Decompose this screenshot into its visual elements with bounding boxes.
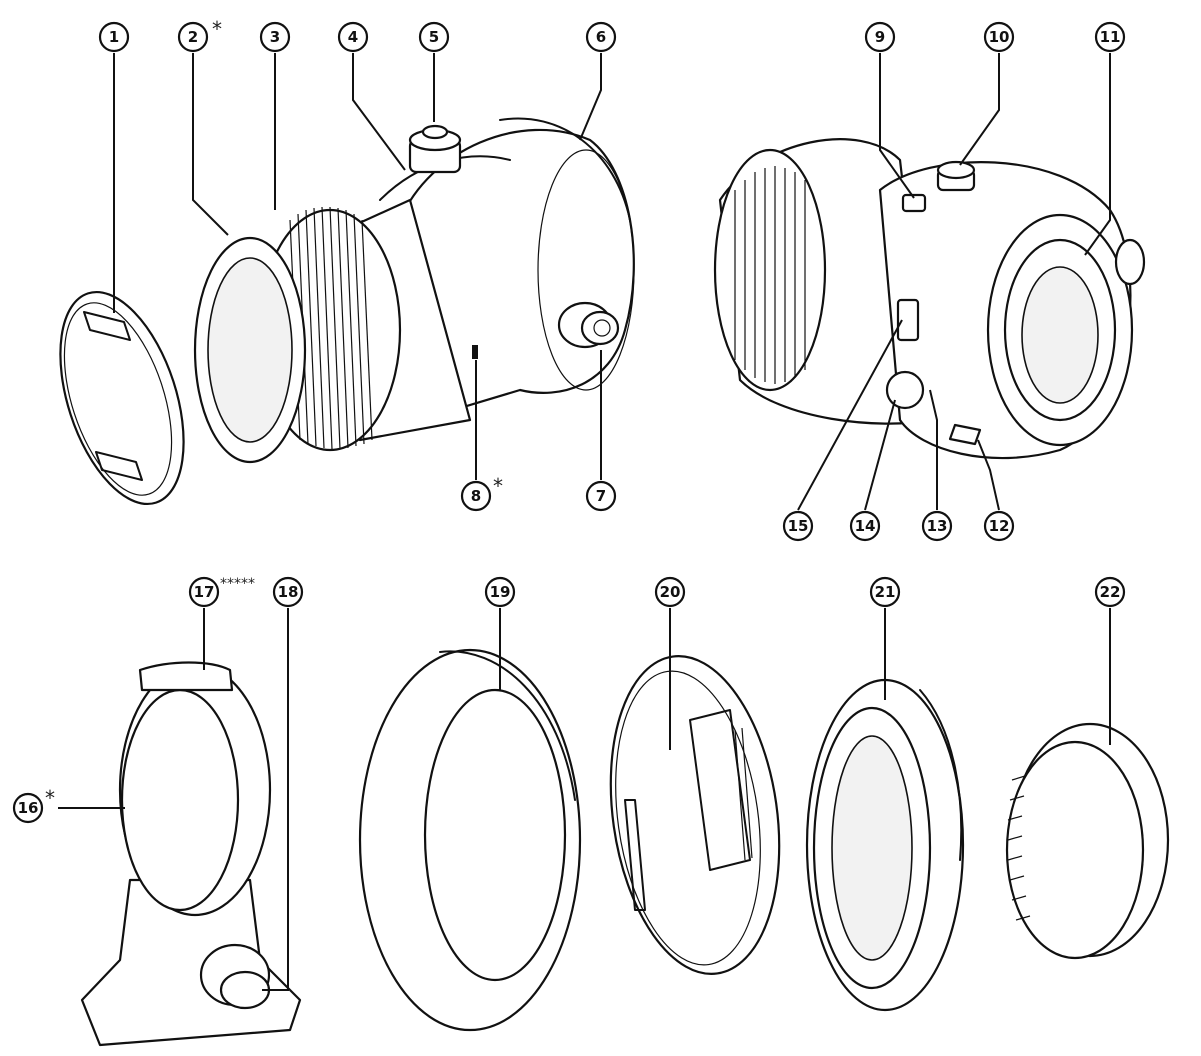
lens-side-view-illustration <box>193 117 635 464</box>
callout-number: 18 <box>278 583 299 601</box>
callout-6: 6 <box>585 21 617 53</box>
callout-number: 7 <box>596 487 606 505</box>
lens-cap-illustration <box>59 290 185 506</box>
callout-number: 14 <box>855 517 876 535</box>
callout-13: 13 <box>921 510 953 542</box>
callout-17: 17 ***** <box>188 576 255 608</box>
callout-14: 14 <box>849 510 881 542</box>
rear-cap-illustration <box>1005 722 1170 960</box>
callout-asterisk: * <box>493 474 503 498</box>
callout-19: 19 <box>484 576 516 608</box>
callout-number: 20 <box>660 583 681 601</box>
lens-rear-view-illustration <box>713 138 1146 460</box>
callout-number: 15 <box>788 517 809 535</box>
callout-number: 17 <box>194 583 215 601</box>
callout-number: 11 <box>1100 28 1121 46</box>
callout-number: 12 <box>989 517 1010 535</box>
callout-20: 20 <box>654 576 686 608</box>
callout-number: 5 <box>429 28 439 46</box>
leader-lines <box>58 53 1111 991</box>
callout-number: 22 <box>1100 583 1121 601</box>
callout-22: 22 <box>1094 576 1126 608</box>
tripod-mount-illustration <box>80 661 302 1047</box>
callout-4: 4 <box>337 21 369 53</box>
callout-10: 10 <box>983 21 1015 53</box>
callout-9: 9 <box>864 21 896 53</box>
callout-18: 18 <box>272 576 304 608</box>
callout-8: 8 * <box>460 474 503 512</box>
callout-number: 10 <box>989 28 1010 46</box>
callout-12: 12 <box>983 510 1015 542</box>
callout-5: 5 <box>418 21 450 53</box>
callout-asterisk: * <box>212 17 222 41</box>
callout-3: 3 <box>259 21 291 53</box>
callout-asterisk: * <box>45 786 55 810</box>
lens-hood-illustration <box>358 648 582 1032</box>
callout-number: 13 <box>927 517 948 535</box>
callout-number: 6 <box>596 28 606 46</box>
callout-number: 3 <box>270 28 280 46</box>
hood-cap-illustration <box>609 655 781 975</box>
callout-2: 2 * <box>177 17 222 53</box>
callout-number: 9 <box>875 28 885 46</box>
callout-number: 1 <box>109 28 119 46</box>
adapter-ring-illustration <box>805 678 965 1012</box>
callout-number: 19 <box>490 583 511 601</box>
callout-asterisk: ***** <box>220 576 255 592</box>
callout-number: 16 <box>18 799 39 817</box>
callout-1: 1 <box>98 21 130 53</box>
callout-number: 2 <box>188 28 198 46</box>
callout-number: 21 <box>875 583 896 601</box>
callout-number: 8 <box>471 487 481 505</box>
callout-11: 11 <box>1094 21 1126 53</box>
callout-21: 21 <box>869 576 901 608</box>
callout-16: 16 * <box>12 786 55 824</box>
callout-7: 7 <box>585 480 617 512</box>
callout-number: 4 <box>348 28 358 46</box>
callout-15: 15 <box>782 510 814 542</box>
